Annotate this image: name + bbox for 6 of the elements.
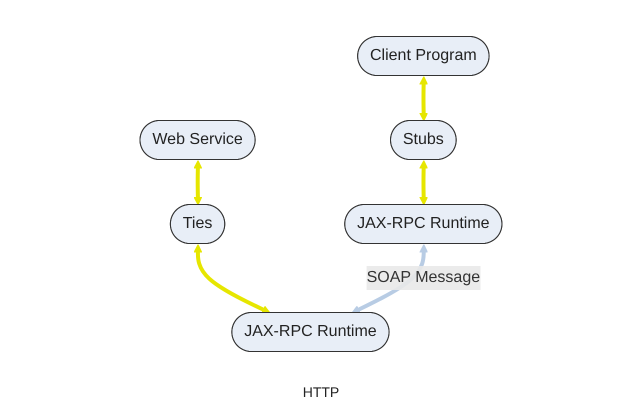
- protocol-label: HTTP: [302, 384, 340, 400]
- arrow: [419, 160, 428, 206]
- arrow: [194, 160, 202, 206]
- edge-label: SOAP Message: [366, 268, 480, 286]
- arrow: [194, 244, 271, 314]
- arrow: [419, 76, 428, 122]
